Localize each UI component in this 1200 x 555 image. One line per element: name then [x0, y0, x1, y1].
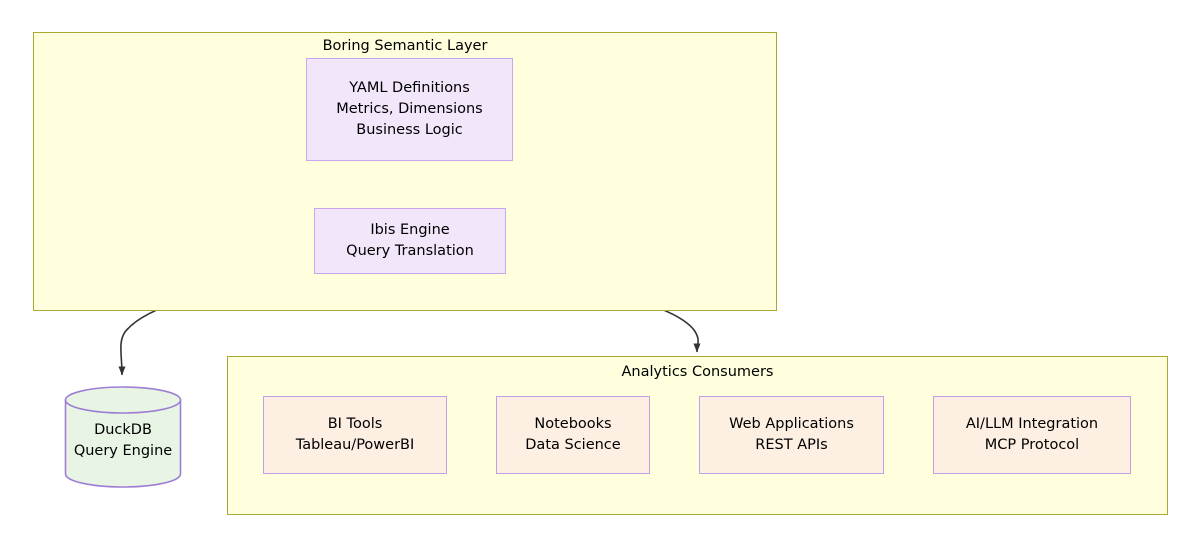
node-notebooks-line-2: Data Science [525, 437, 621, 453]
node-bi-tools-line-1: BI Tools [327, 415, 383, 432]
node-yaml-definitions-line-2: Metrics, Dimensions [336, 100, 483, 117]
node-ibis-engine-line-2: Query Translation [346, 243, 474, 259]
cylinder-shape [64, 386, 182, 488]
node-bi-tools-line-2: Tableau/PowerBI [295, 437, 415, 453]
node-ai-llm-integration-line-1: AI/LLM Integration [965, 415, 1099, 432]
node-ai-llm-integration[interactable]: AI/LLM Integration MCP Protocol [933, 396, 1131, 474]
node-web-applications-line-1: Web Applications [729, 415, 854, 432]
node-web-applications-line-2: REST APIs [755, 437, 828, 453]
node-ibis-engine[interactable]: Ibis Engine Query Translation [314, 208, 506, 274]
node-notebooks[interactable]: Notebooks Data Science [496, 396, 650, 474]
subgraph-title-analytics-consumers: Analytics Consumers [621, 364, 774, 380]
node-bi-tools[interactable]: BI Tools Tableau/PowerBI [263, 396, 447, 474]
node-yaml-definitions-line-1: YAML Definitions [349, 79, 470, 96]
node-yaml-definitions-line-3: Business Logic [356, 122, 463, 138]
subgraph-title-semantic-layer: Boring Semantic Layer [322, 38, 488, 54]
node-notebooks-line-1: Notebooks [534, 415, 612, 432]
node-yaml-definitions[interactable]: YAML Definitions Metrics, Dimensions Bus… [306, 58, 513, 161]
node-duckdb-cylinder[interactable]: DuckDB Query Engine [64, 386, 182, 488]
node-ibis-engine-line-1: Ibis Engine [370, 221, 450, 238]
node-web-applications[interactable]: Web Applications REST APIs [699, 396, 884, 474]
node-ai-llm-integration-line-2: MCP Protocol [984, 437, 1080, 453]
